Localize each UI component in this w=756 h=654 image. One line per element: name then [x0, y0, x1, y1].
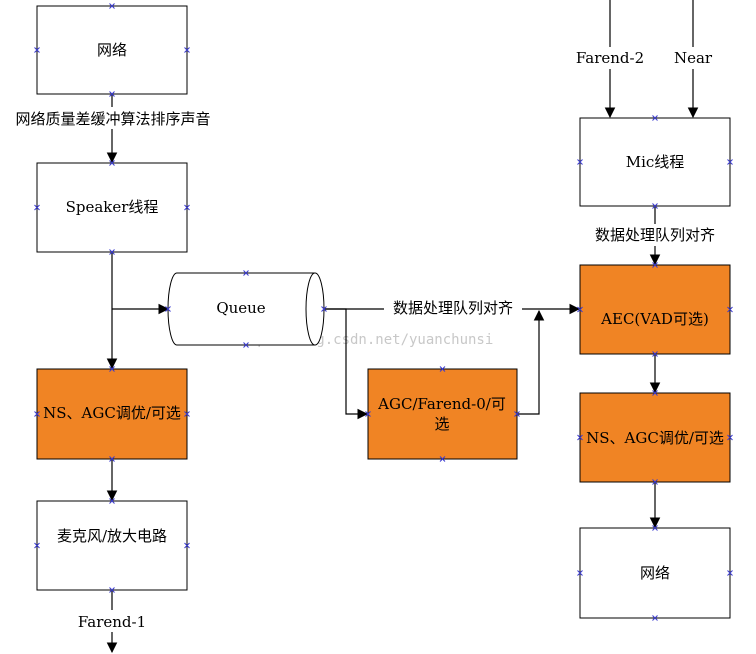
connection-handle-mark	[439, 456, 446, 462]
connection-handle-mark	[184, 47, 190, 53]
node-mic-thread: Mic线程	[579, 117, 731, 207]
connection-handle-mark	[184, 411, 190, 417]
connection-handle-mark	[577, 159, 583, 165]
near-label-bg	[672, 47, 714, 69]
connection-handle-mark	[727, 306, 733, 313]
node-agc-farend-label-line2: 选	[434, 415, 449, 433]
node-mic-amplifier: 麦克风/放大电路	[36, 500, 188, 591]
connection-handle-mark	[109, 587, 115, 593]
connection-handle-mark	[577, 570, 583, 576]
node-agc-farend-label-line1: AGC/Farend-0/可	[377, 395, 506, 413]
connection-handle-mark	[652, 351, 658, 357]
connection-handle-mark	[514, 411, 520, 417]
node-mic-thread-label: Mic线程	[626, 153, 685, 171]
connection-handle-mark	[184, 542, 190, 549]
align-mid-label-bg	[384, 297, 522, 319]
connection-handle-mark	[652, 479, 658, 485]
edge-label-farend2: Farend-2	[576, 49, 644, 67]
edge-label-near: Near	[674, 49, 713, 67]
connection-handle-mark	[727, 159, 733, 165]
edge-label-align-right: 数据处理队列对齐	[595, 226, 715, 244]
connection-handle-mark	[652, 203, 658, 209]
node-aec-label: AEC(VAD可选)	[600, 310, 709, 328]
node-ns-agc-left: NS、AGC调优/可选	[36, 368, 188, 460]
connection-handle-mark	[243, 270, 249, 276]
node-agc-farend: AGC/Farend-0/可 选	[367, 368, 518, 460]
connection-handle-mark	[439, 366, 446, 372]
node-speaker-thread-label: Speaker线程	[66, 198, 159, 216]
connection-handle-mark	[109, 498, 115, 504]
connection-handle-mark	[109, 249, 115, 255]
connection-handle-mark	[109, 366, 115, 372]
connection-handle-mark	[109, 456, 115, 462]
connection-handle-mark	[109, 160, 115, 166]
connection-handle-mark	[34, 47, 40, 53]
connection-handle-mark	[165, 306, 171, 312]
connection-handle-mark	[652, 262, 658, 268]
connection-handle-mark	[577, 306, 583, 313]
node-speaker-thread: Speaker线程	[36, 162, 188, 253]
node-ns-agc-right-label: NS、AGC调优/可选	[586, 429, 724, 447]
edge-queue-to-agc	[322, 308, 369, 420]
connection-handle-mark	[109, 3, 115, 9]
node-ns-agc-right: NS、AGC调优/可选	[579, 392, 731, 483]
jitter-label-bg	[4, 107, 222, 129]
node-queue-label: Queue	[216, 299, 265, 317]
edge-label-farend1: Farend-1	[78, 613, 146, 631]
connection-handle-mark	[365, 411, 371, 417]
align-right-label-bg	[586, 224, 724, 246]
node-mic-amplifier-label: 麦克风/放大电路	[57, 527, 167, 545]
connection-handle-mark	[577, 434, 583, 441]
farend2-label-bg	[572, 47, 648, 69]
connection-handle-mark	[184, 204, 190, 211]
edge-label-align-mid: 数据处理队列对齐	[393, 299, 513, 317]
node-queue: Queue	[167, 272, 325, 346]
connection-handles	[34, 3, 733, 621]
connection-handle-mark	[34, 411, 40, 417]
connection-handle-mark	[652, 525, 658, 531]
connection-handle-mark	[321, 306, 327, 312]
node-network-top-label: 网络	[97, 41, 127, 59]
edge-agc-to-aec	[517, 309, 545, 415]
connection-handle-mark	[34, 204, 40, 211]
connection-handle-mark	[727, 434, 733, 441]
connection-handle-mark	[652, 390, 658, 396]
connection-handle-mark	[652, 115, 658, 121]
edge-label-jitter: 网络质量差缓冲算法排序声音	[15, 110, 210, 128]
node-network-bottom-label: 网络	[640, 564, 670, 582]
connection-handle-mark	[727, 570, 733, 576]
connection-handle-mark	[34, 542, 40, 549]
farend1-label-bg	[74, 610, 150, 632]
node-ns-agc-left-label: NS、AGC调优/可选	[43, 404, 181, 422]
connection-handle-mark	[652, 615, 658, 621]
connection-handle-mark	[243, 342, 249, 348]
node-network-bottom: 网络	[579, 527, 731, 619]
node-aec: AEC(VAD可选)	[579, 264, 731, 355]
connection-handle-mark	[109, 91, 115, 97]
node-network-top: 网络	[36, 5, 188, 95]
